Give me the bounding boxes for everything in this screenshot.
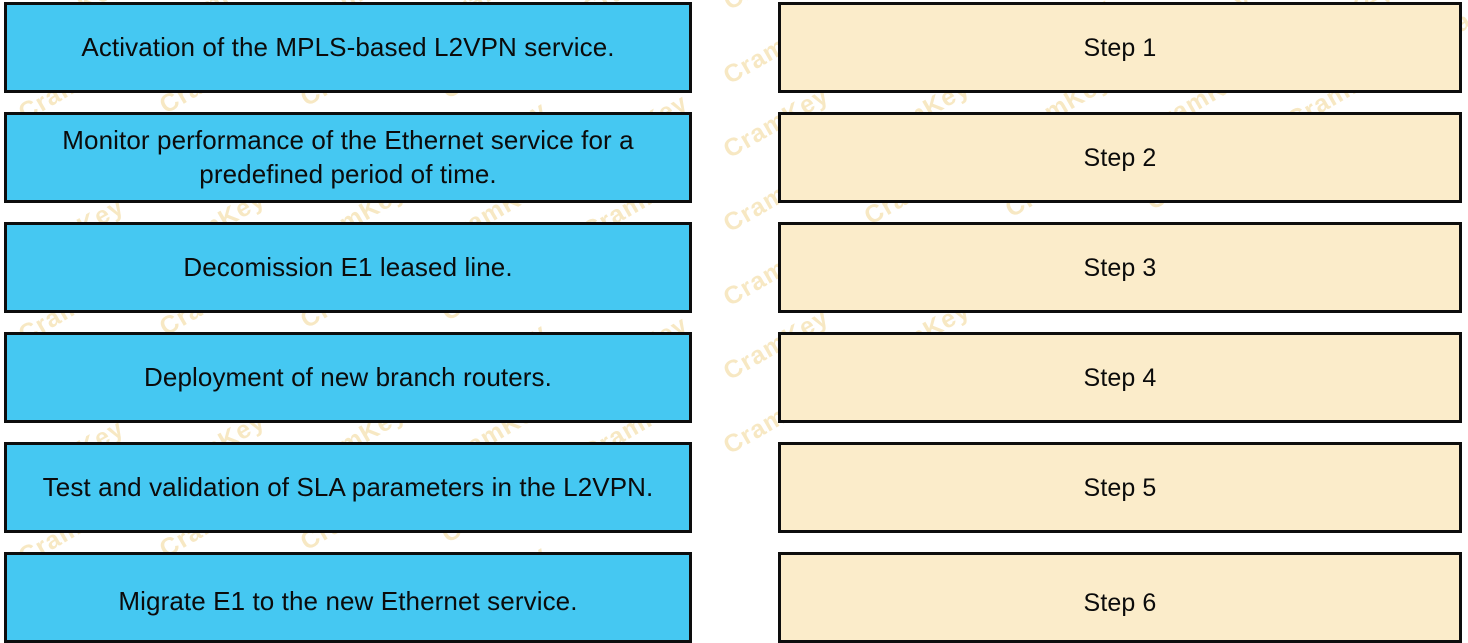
drop-target-step-1-label: Step 1 — [1083, 33, 1157, 62]
drop-target-step-3[interactable]: Step 3 — [778, 222, 1462, 313]
drop-target-step-1[interactable]: Step 1 — [778, 2, 1462, 93]
source-items-column: Activation of the MPLS-based L2VPN servi… — [4, 2, 692, 643]
drop-target-step-4[interactable]: Step 4 — [778, 332, 1462, 423]
source-item-2[interactable]: Monitor performance of the Ethernet serv… — [4, 112, 692, 203]
source-item-1[interactable]: Activation of the MPLS-based L2VPN servi… — [4, 2, 692, 93]
drop-target-step-6[interactable]: Step 6 — [778, 552, 1462, 643]
source-item-5-label: Test and validation of SLA parameters in… — [42, 471, 654, 502]
drop-target-step-5[interactable]: Step 5 — [778, 442, 1462, 533]
drop-target-step-4-label: Step 4 — [1083, 363, 1157, 392]
drop-target-step-2-label: Step 2 — [1083, 143, 1157, 172]
drop-targets-column: Step 1 Step 2 Step 3 Step 4 Step 5 Step … — [778, 2, 1462, 643]
source-item-1-label: Activation of the MPLS-based L2VPN servi… — [81, 31, 615, 62]
drop-target-step-5-label: Step 5 — [1083, 473, 1157, 502]
source-item-5[interactable]: Test and validation of SLA parameters in… — [4, 442, 692, 533]
source-item-3-label: Decomission E1 leased line. — [183, 251, 513, 282]
source-item-3[interactable]: Decomission E1 leased line. — [4, 222, 692, 313]
source-item-6-label: Migrate E1 to the new Ethernet service. — [118, 585, 578, 616]
drop-target-step-6-label: Step 6 — [1083, 588, 1157, 617]
source-item-4-label: Deployment of new branch routers. — [144, 361, 552, 392]
source-item-4[interactable]: Deployment of new branch routers. — [4, 332, 692, 423]
source-item-2-label: Monitor performance of the Ethernet serv… — [62, 125, 634, 189]
drop-target-step-2[interactable]: Step 2 — [778, 112, 1462, 203]
drop-target-step-3-label: Step 3 — [1083, 253, 1157, 282]
source-item-6[interactable]: Migrate E1 to the new Ethernet service. — [4, 552, 692, 643]
